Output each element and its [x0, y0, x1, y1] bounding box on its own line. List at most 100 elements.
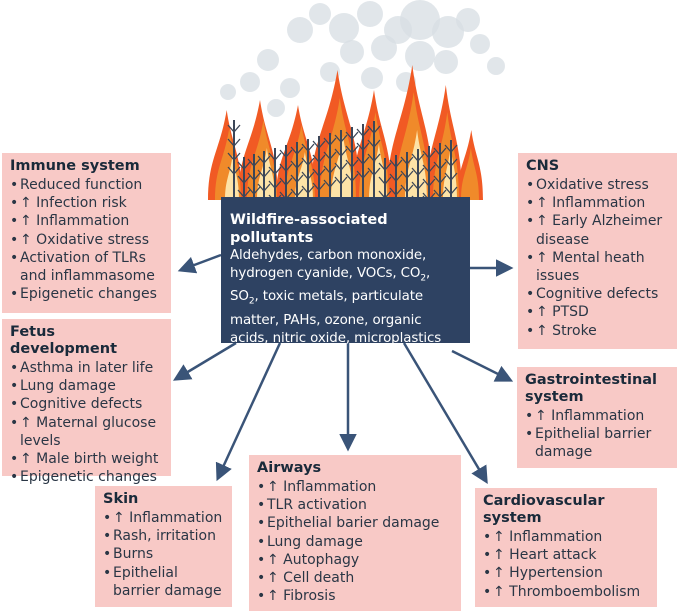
- smoke-puff: [257, 49, 279, 71]
- effect-text: Cognitive defects: [536, 286, 659, 303]
- effect-text: ↑ Hypertension: [493, 565, 603, 582]
- fetus-effects-list: Asthma in later lifeLung damageCognitive…: [10, 359, 165, 487]
- effect-text: and inflammasome: [20, 268, 155, 285]
- tree-branch: [323, 165, 331, 174]
- tree-branch: [351, 131, 359, 140]
- effect-item: Asthma in later life: [10, 359, 165, 377]
- tree-branch: [351, 173, 359, 182]
- effect-item: ↑ Fibrosis: [257, 587, 455, 605]
- effect-text: ↑ Maternal glucose: [20, 414, 157, 431]
- effect-text: ↑ Stroke: [536, 322, 597, 339]
- tree-branch: [439, 147, 447, 156]
- tree-branch: [378, 162, 386, 171]
- smoke-puff: [371, 35, 397, 61]
- tree-branch: [318, 140, 326, 149]
- tree-branch: [411, 181, 419, 190]
- tree-branch: [237, 189, 245, 198]
- effect-text: Lung damage: [267, 533, 363, 550]
- effect-text: barrier damage: [113, 582, 222, 599]
- tree-branch: [334, 134, 342, 143]
- tree-branch: [233, 166, 241, 175]
- arrow: [451, 349, 514, 382]
- effect-item: Rash, irritation: [103, 527, 226, 545]
- pollutants-title: Wildfire-associated pollutants: [230, 212, 388, 246]
- tree-branch: [329, 165, 337, 174]
- tree-branch: [263, 169, 271, 178]
- tree-branch: [257, 183, 265, 192]
- effect-text: ↑ PTSD: [536, 304, 589, 321]
- tree-branch: [395, 187, 403, 196]
- effect-text: Epithelial: [113, 564, 178, 581]
- tree-branch: [290, 160, 298, 169]
- pollutants-box: Wildfire-associated pollutants Aldehydes…: [221, 197, 470, 346]
- tree-branch: [227, 152, 235, 161]
- effect-text: ↑ Early Alzheimer: [536, 213, 663, 230]
- tree-branch: [367, 139, 375, 148]
- tree-branch: [433, 161, 441, 170]
- effect-item: ↑ Infection risk: [10, 194, 165, 212]
- pollutants-line: matter, PAHs, ozone, organic: [230, 312, 422, 328]
- immune-effects-list: Reduced function↑ Infection risk↑ Inflam…: [10, 176, 165, 304]
- tree-branch: [384, 162, 392, 171]
- tree-branch: [233, 124, 241, 133]
- tree-branch: [301, 143, 309, 152]
- tree-branch: [340, 176, 348, 185]
- smoke-puff: [456, 8, 480, 32]
- airways-effects-list: ↑ InflammationTLR activationEpithelial b…: [257, 478, 455, 606]
- tree-branch: [444, 158, 452, 167]
- tree-branch: [345, 159, 353, 168]
- effect-item: ↑ Inflammation: [483, 528, 651, 546]
- arrows: [172, 253, 514, 485]
- tree-branch: [367, 125, 375, 134]
- pollutants-line: SO2, toxic metals, particulate: [230, 289, 423, 307]
- tree-branch: [307, 185, 315, 194]
- effect-text: ↑ Inflammation: [493, 529, 603, 545]
- tree-branch: [285, 149, 293, 158]
- title-line: Airways: [257, 460, 322, 476]
- flame-shape: [461, 148, 479, 200]
- tree-branch: [428, 178, 436, 187]
- effect-text: ↑ Cell death: [267, 570, 355, 587]
- tree-branch: [290, 174, 298, 183]
- effect-text: ↑ Infection risk: [20, 195, 127, 212]
- tree-branch: [279, 163, 287, 172]
- effect-item: ↑ Inflammation: [526, 194, 671, 212]
- effect-text: ↑ Heart attack: [493, 547, 597, 564]
- smoke-puff: [405, 41, 435, 71]
- effect-text: disease: [536, 231, 590, 248]
- tree-branch: [329, 179, 337, 188]
- tree-branch: [253, 172, 261, 181]
- tree-branch: [362, 170, 370, 179]
- tree-branch: [253, 158, 261, 167]
- effect-item: ↑ Stroke: [526, 322, 671, 340]
- tree-branch: [411, 153, 419, 162]
- cardio-effects-list: ↑ Inflammation ↑ Heart attack↑ Hypertensi…: [483, 528, 651, 601]
- effect-item: ↑ Hypertension: [483, 564, 651, 582]
- effect-text: Activation of TLRs: [20, 249, 146, 266]
- smoke-puff: [384, 16, 412, 44]
- effect-text: Asthma in later life: [20, 360, 154, 376]
- pollutants-line: Aldehydes, carbon monoxide,: [230, 248, 427, 263]
- tree-branch: [433, 189, 441, 198]
- tree-branch: [227, 138, 235, 147]
- effect-text: ↑ Inflammation: [20, 213, 130, 230]
- effect-item: ↑ Inflammation: [525, 407, 671, 425]
- smoke-puff: [320, 62, 340, 82]
- tree-branch: [362, 156, 370, 165]
- tree-branch: [237, 161, 245, 170]
- tree-branch: [433, 147, 441, 156]
- smoke-puff: [432, 16, 464, 48]
- effect-item: TLR activation: [257, 496, 455, 514]
- tree-branch: [422, 150, 430, 159]
- tree-branch: [384, 190, 392, 199]
- tree-branch: [439, 175, 447, 184]
- tree-branch: [296, 174, 304, 183]
- tree-branch: [378, 190, 386, 199]
- tree-branch: [274, 166, 282, 175]
- effect-item: Lung damage: [257, 533, 455, 551]
